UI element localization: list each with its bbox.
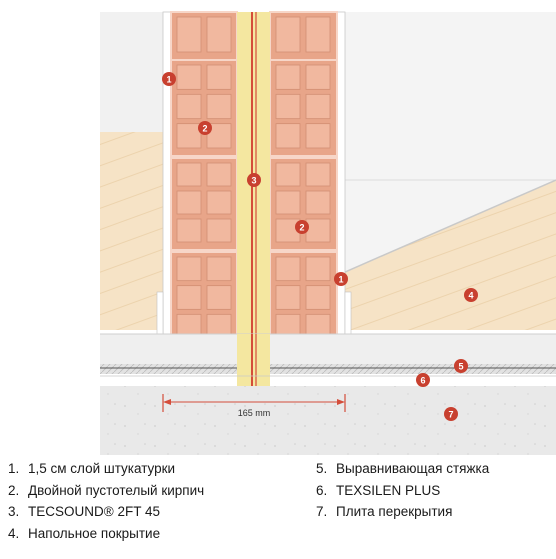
floor-slab bbox=[100, 386, 556, 455]
marker-5-circle bbox=[454, 359, 468, 373]
marker-2b-label: 2 bbox=[299, 222, 304, 232]
marker-2a-label: 2 bbox=[202, 123, 207, 133]
dimension-label: 165 mm bbox=[238, 408, 271, 418]
brick-cells bbox=[170, 11, 338, 347]
brick-cell bbox=[275, 256, 301, 282]
brick-cell bbox=[305, 190, 331, 215]
marker-6-label: 6 bbox=[420, 375, 425, 385]
marker-3-label: 3 bbox=[251, 175, 256, 185]
legend-item-number: 3. bbox=[8, 504, 20, 519]
legend-item-text: Двойной пустотелый кирпич bbox=[28, 482, 205, 498]
brick-cell bbox=[305, 256, 331, 282]
brick-cell bbox=[206, 93, 232, 120]
legend-item: 3. TECSOUND® 2FT 45 bbox=[8, 504, 204, 526]
legend-item: 2. Двойной пустотелый кирпич bbox=[8, 483, 204, 505]
brick-cell bbox=[176, 93, 202, 120]
marker-7-circle bbox=[444, 407, 458, 421]
legend-item-number: 2. bbox=[8, 482, 20, 498]
brick-cell bbox=[206, 190, 232, 215]
marker-1b-circle bbox=[334, 272, 348, 286]
legend-item-number: 7. bbox=[316, 504, 328, 519]
brick-cell bbox=[176, 123, 202, 149]
marker-7-label: 7 bbox=[448, 409, 453, 419]
legend-left: 1. 1,5 см слой штукатурки 2. Двойной пустот… bbox=[8, 461, 204, 547]
brick-cell bbox=[275, 190, 301, 215]
legend-item: 6. TEXSILEN PLUS bbox=[316, 483, 489, 505]
legend-item-text: 1,5 см слой штукатурки bbox=[28, 461, 176, 476]
brick-cell bbox=[305, 16, 331, 53]
brick-cell bbox=[176, 16, 202, 53]
legend-item-text: Выравнивающая стяжка bbox=[336, 461, 490, 476]
brick-cell bbox=[206, 16, 232, 53]
marker-4-label: 4 bbox=[468, 290, 473, 300]
marker-1a-label: 1 bbox=[166, 74, 171, 84]
legend-item: 4. Напольное покрытие bbox=[8, 526, 204, 548]
brick-cell bbox=[275, 16, 301, 53]
legend-item: 5. Выравнивающая стяжка bbox=[316, 461, 489, 483]
legend-item: 1. 1,5 см слой штукатурки bbox=[8, 461, 204, 483]
brick-cell bbox=[275, 64, 301, 90]
marker-6-circle bbox=[416, 373, 430, 387]
insulation-base bbox=[237, 334, 270, 386]
marker-3-circle bbox=[247, 173, 261, 187]
tecsound-layer bbox=[237, 12, 270, 386]
skirting-right bbox=[344, 291, 352, 335]
markers: 1 1 2 2 3 4 5 6 7 bbox=[162, 72, 478, 421]
brick-cell bbox=[275, 285, 301, 310]
brick-cell bbox=[275, 123, 301, 149]
marker-1b-label: 1 bbox=[338, 274, 343, 284]
brick-cell bbox=[305, 218, 331, 243]
marker-5-label: 5 bbox=[458, 361, 463, 371]
right-floor-edge bbox=[344, 179, 556, 273]
brick-cell bbox=[305, 285, 331, 310]
skirting-left bbox=[156, 291, 164, 335]
brick-cell bbox=[206, 64, 232, 90]
left-room-wall bbox=[100, 12, 166, 132]
brick-cell bbox=[275, 162, 301, 187]
texsilen-layer bbox=[100, 364, 556, 374]
brick-cell bbox=[176, 256, 202, 282]
brick-cell bbox=[206, 256, 232, 282]
brick-cell bbox=[305, 123, 331, 149]
legend-item-number: 4. bbox=[8, 525, 20, 541]
brick-cell bbox=[176, 64, 202, 90]
left-floor-covering bbox=[100, 132, 166, 330]
marker-2b-circle bbox=[295, 220, 309, 234]
brick-cell bbox=[275, 93, 301, 120]
marker-4-circle bbox=[464, 288, 478, 302]
brick-cell bbox=[305, 162, 331, 187]
brick-cell bbox=[206, 285, 232, 310]
marker-1a-circle bbox=[162, 72, 176, 86]
brick-cell bbox=[305, 93, 331, 120]
brick-cell bbox=[176, 218, 202, 243]
legend-item-number: 6. bbox=[316, 482, 328, 498]
brick-cell bbox=[176, 285, 202, 310]
legend-item-text: TECSOUND® 2FT 45 bbox=[28, 504, 160, 519]
legend-item: 7. Плита перекрытия bbox=[316, 504, 489, 526]
brick-cell bbox=[176, 190, 202, 215]
plaster-left bbox=[162, 11, 172, 335]
brick-cell bbox=[176, 162, 202, 187]
dimension-165mm: 165 mm bbox=[162, 394, 346, 418]
wall-section-diagram: 165 mm 1 1 2 2 3 4 5 6 7 bbox=[100, 11, 556, 455]
legend-item-text: Напольное покрытие bbox=[28, 525, 161, 541]
legend-right: 5. Выравнивающая стяжка 6. TEXSILEN PLUS 7. П… bbox=[316, 461, 489, 526]
legend-item-number: 1. bbox=[8, 461, 20, 476]
legend-item-text: TEXSILEN PLUS bbox=[336, 482, 441, 498]
right-floor-covering bbox=[345, 180, 556, 330]
leveling-screed bbox=[100, 334, 556, 364]
brick-cell bbox=[305, 64, 331, 90]
legend-item-number: 5. bbox=[316, 461, 328, 476]
marker-2a-circle bbox=[198, 121, 212, 135]
brick-cell bbox=[206, 162, 232, 187]
brick-cell bbox=[206, 218, 232, 243]
legend-item-text: Плита перекрытия bbox=[336, 504, 453, 519]
